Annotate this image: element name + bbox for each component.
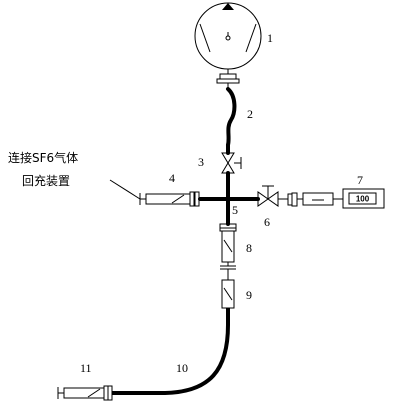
tee-junction-5 [198, 171, 260, 226]
gas-cylinder [194, 2, 262, 89]
fitting-11 [57, 385, 113, 401]
refill-device-annotation: 连接SF6气体 回充装置 [8, 150, 141, 200]
annotation-line-2: 回充装置 [22, 173, 70, 188]
gauge-reading: 100 [356, 195, 370, 204]
label-2: 2 [247, 107, 253, 121]
hose-2 [226, 87, 237, 147]
label-6: 6 [264, 215, 270, 229]
label-3: 3 [198, 155, 204, 169]
leader-line [109, 179, 141, 200]
label-1: 1 [267, 31, 273, 45]
label-7: 7 [357, 173, 363, 187]
fitting-8 [219, 223, 237, 280]
label-10: 10 [176, 361, 188, 375]
hose-10 [112, 308, 230, 395]
annotation-line-1: 连接SF6气体 [8, 150, 78, 165]
gauge-7: 100 [287, 188, 385, 209]
label-9: 9 [246, 288, 252, 302]
label-5: 5 [232, 203, 238, 217]
label-11: 11 [80, 361, 92, 375]
label-4: 4 [169, 171, 175, 185]
fitting-9 [221, 279, 235, 309]
valve-3 [221, 152, 242, 174]
label-8: 8 [246, 241, 252, 255]
valve-6 [257, 185, 288, 207]
fitting-4 [139, 191, 200, 207]
